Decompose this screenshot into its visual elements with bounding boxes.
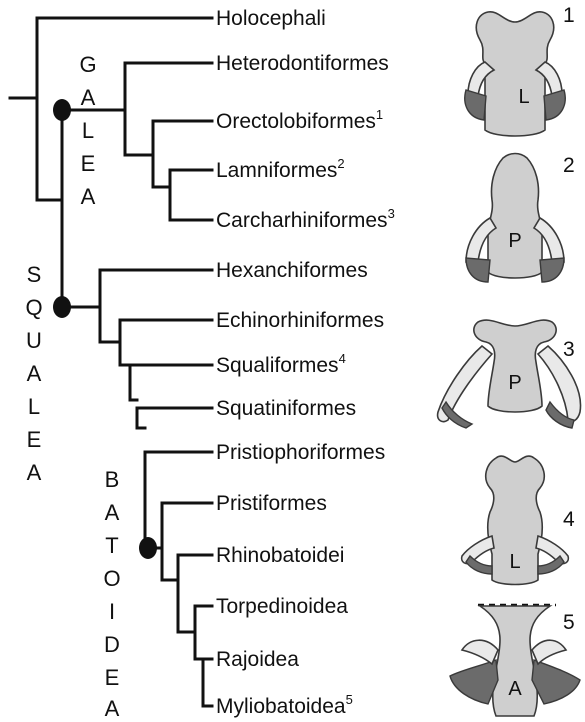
taxon-label: Echinorhiniformes	[216, 309, 384, 332]
squalea-letter: U	[26, 328, 42, 353]
clade-label-squalea: S Q U A L E A	[25, 262, 42, 485]
galea-letter: E	[81, 151, 96, 176]
skull-jaw-4	[538, 556, 564, 574]
squalea-letter: A	[27, 361, 42, 386]
taxon-label: Hexanchiformes	[216, 259, 368, 282]
squalea-node-marker	[53, 296, 71, 318]
galea-letter: A	[81, 85, 96, 110]
skull-panel-2: P 2	[466, 154, 575, 283]
taxon-label: Pristiophoriformes	[216, 441, 385, 464]
skull-cartilage-4	[536, 536, 568, 564]
batoidea-letter: D	[104, 632, 120, 657]
panel-number: 1	[563, 4, 575, 27]
taxon-label: Carcharhiniformes3	[216, 206, 395, 232]
squalea-letter: L	[28, 394, 40, 419]
taxon-label: Orectolobiformes1	[216, 107, 383, 133]
skull-cartilage-4	[462, 536, 494, 564]
taxon-label: Pristiformes	[216, 492, 327, 515]
taxon-labels: Holocephali Heterodontiformes Orectolobi…	[216, 7, 395, 718]
skull-panel-3: P 3	[438, 320, 581, 428]
batoidea-letter: B	[105, 467, 120, 492]
clade-label-galea: G A L E A	[79, 52, 96, 209]
panel-number: 4	[563, 508, 575, 531]
skull-illustration-2	[488, 154, 542, 279]
taxon-label: Rhinobatoidei	[216, 544, 344, 567]
galea-letter: G	[79, 52, 96, 77]
skull-jaw-3	[442, 402, 472, 428]
batoidea-letter: A	[105, 696, 120, 721]
skull-letter-label: L	[518, 86, 529, 108]
galea-letter: L	[82, 118, 94, 143]
batoidea-letter: E	[105, 665, 120, 690]
taxon-label: Holocephali	[216, 7, 326, 30]
skull-letter-label: A	[508, 678, 522, 700]
taxon-label: Squaliformes4	[216, 351, 346, 377]
skull-cartilage-5	[462, 640, 498, 664]
skull-jaw-2	[540, 258, 564, 282]
taxon-label: Squatiniformes	[216, 397, 356, 420]
panel-number: 2	[563, 154, 575, 177]
skull-panel-5: A 5	[450, 605, 580, 716]
taxon-label: Rajoidea	[216, 648, 299, 671]
batoidea-node-marker	[139, 537, 157, 559]
squalea-letter: A	[27, 460, 42, 485]
panel-number: 3	[563, 338, 575, 361]
galea-letter: A	[81, 184, 96, 209]
batoidea-letter: A	[105, 500, 120, 525]
skull-jaw-5	[450, 660, 498, 704]
skull-cartilage-5	[532, 640, 566, 664]
taxon-label: Torpedinoidea	[216, 595, 348, 618]
batoidea-letter: I	[109, 599, 115, 624]
panel-number: 5	[563, 611, 575, 634]
taxon-label: Heterodontiformes	[216, 52, 389, 75]
skull-panel-4: L 4	[462, 456, 575, 584]
squalea-letter: Q	[25, 295, 42, 320]
skull-letter-label: P	[508, 230, 521, 252]
skull-jaw-1	[544, 90, 565, 120]
batoidea-letter: O	[103, 566, 120, 591]
batoidea-letter: T	[105, 533, 118, 558]
taxon-label: Lamniformes2	[216, 156, 345, 182]
squalea-letter: E	[27, 427, 42, 452]
skull-jaw-5	[532, 660, 580, 704]
taxon-label: Myliobatoidea5	[216, 692, 353, 718]
skull-jaw-2	[466, 258, 490, 282]
squalea-letter: S	[27, 262, 42, 287]
skull-jaw-4	[466, 556, 492, 574]
galea-node-marker	[53, 99, 71, 121]
skull-illustration-3	[474, 320, 556, 412]
skull-panel-1: L 1	[465, 4, 575, 136]
skull-jaw-1	[465, 90, 486, 120]
clade-label-batoidea: B A T O I D E A	[103, 467, 120, 721]
skull-letter-label: P	[508, 372, 521, 394]
skull-letter-label: L	[509, 551, 520, 573]
